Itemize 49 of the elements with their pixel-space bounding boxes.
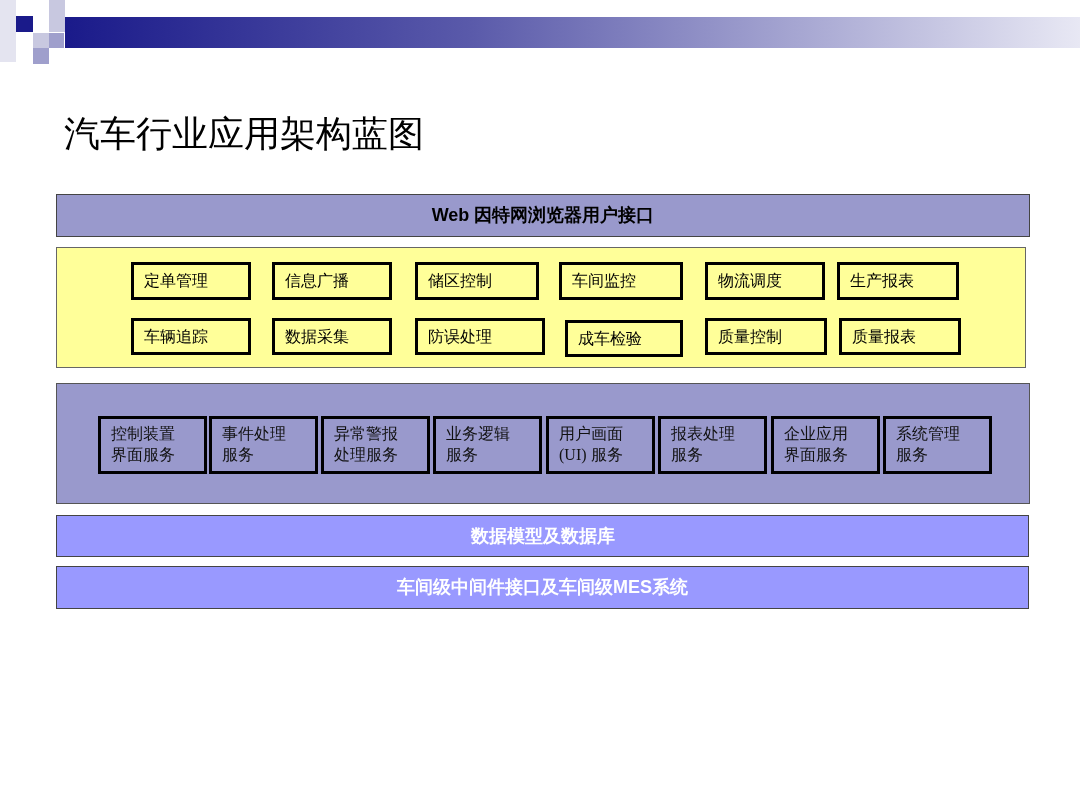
module-box [565,320,683,357]
module-box [131,262,251,300]
module-box [131,318,251,355]
module-box [705,262,825,300]
layer-band [56,566,1029,609]
node-label: 防误处理 [428,326,492,347]
service-box [98,416,207,474]
node-label: 异常警报处理服务 [334,424,399,465]
node-label: 质量控制 [718,326,782,347]
module-box [705,318,827,355]
node-label: 物流调度 [718,271,782,291]
node-label: 生产报表 [850,271,914,291]
node-label: 数据采集 [285,326,349,347]
node-label: 控制装置界面服务 [111,424,176,465]
module-box [415,318,545,355]
service-box [883,416,992,474]
node-label: 车辆追踪 [144,326,208,347]
node-label: 车间级中间件接口及车间级MES系统 [397,576,688,599]
service-box [209,416,318,474]
module-box [839,318,961,355]
service-box [771,416,880,474]
service-box [546,416,655,474]
service-box [658,416,767,474]
layer-band [56,515,1029,557]
node-label: 质量报表 [852,326,916,347]
module-box [272,318,392,355]
module-box [559,262,683,300]
module-box [837,262,959,300]
layer-panel [56,247,1026,368]
slide-title: 汽车行业应用架构蓝图 [64,113,424,156]
node-label: 定单管理 [144,271,208,291]
service-box [433,416,542,474]
node-label: 数据模型及数据库 [470,524,615,548]
node-label: 车间监控 [572,271,636,291]
layer-panel [56,383,1030,504]
node-label: 成车检验 [578,328,642,349]
node-label: 系统管理服务 [896,424,961,465]
module-box [415,262,539,300]
node-label: 事件处理服务 [222,424,287,465]
node-label: 用户画面(UI) 服务 [559,424,624,465]
node-label: 报表处理服务 [671,424,736,465]
node-label: Web 因特网浏览器用户接口 [431,204,655,227]
node-label: 业务逻辑服务 [446,424,511,465]
service-box [321,416,430,474]
node-label: 信息广播 [285,271,349,291]
node-label: 企业应用界面服务 [784,424,849,465]
node-label: 储区控制 [428,271,492,291]
layer-band [56,194,1030,237]
module-box [272,262,392,300]
